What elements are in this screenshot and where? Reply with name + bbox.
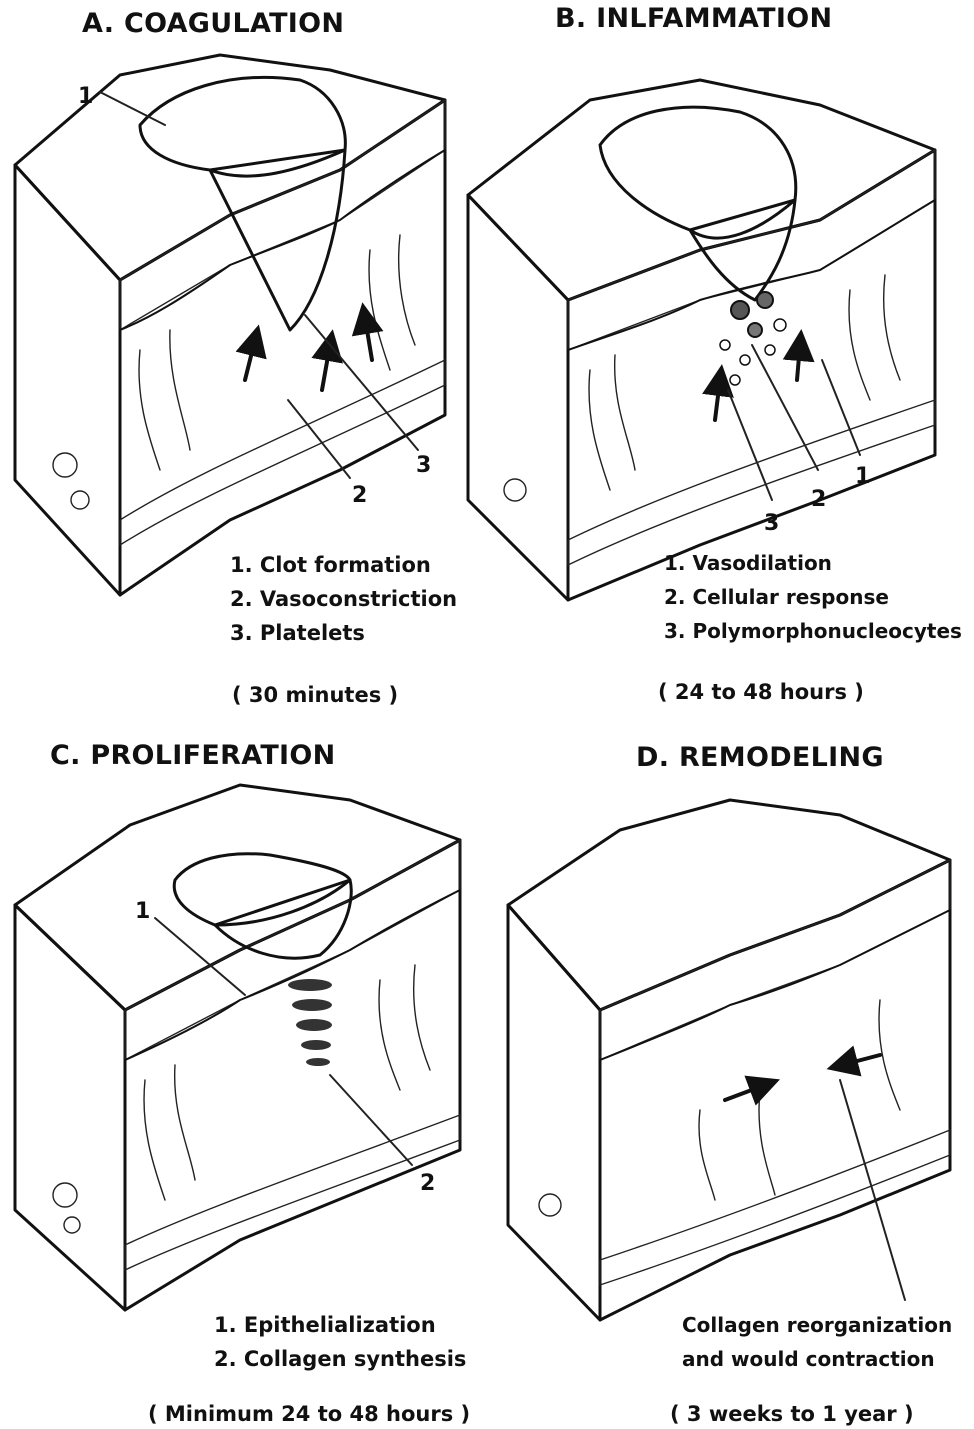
panel-b-drawing: 1 2 3 xyxy=(468,80,935,600)
panel-d-legend-item: Collagen reorganization xyxy=(682,1308,952,1342)
panel-a-legend-item: 2. Vasoconstriction xyxy=(230,582,457,616)
panel-d-legend: Collagen reorganization and would contra… xyxy=(682,1308,952,1376)
panel-c-callout-1: 1 xyxy=(135,899,150,924)
panel-b-legend: 1. Vasodilation 2. Cellular response 3. … xyxy=(664,546,962,648)
panel-a-drawing: 1 2 3 xyxy=(15,55,445,595)
panel-b-legend-item: 2. Cellular response xyxy=(664,580,962,614)
panel-d-skin-block xyxy=(508,800,950,1320)
panel-b-inflammatory-cells xyxy=(720,292,786,385)
panel-c-drawing: 1 2 xyxy=(15,785,460,1310)
panel-c-collagen-column xyxy=(288,979,332,1066)
panel-b-callout-2: 2 xyxy=(811,487,826,512)
panel-a-clot xyxy=(140,77,345,176)
panel-c-legend-item: 1. Epithelialization xyxy=(214,1308,466,1342)
panel-d-duration: ( 3 weeks to 1 year ) xyxy=(670,1402,914,1426)
panel-d-drawing xyxy=(508,800,950,1320)
panel-a-legend: 1. Clot formation 2. Vasoconstriction 3.… xyxy=(230,548,457,650)
panel-a-callout-2: 2 xyxy=(352,483,367,508)
panel-a-skin-block xyxy=(15,55,445,595)
panel-b-callout-3: 3 xyxy=(764,511,779,536)
panel-b-clot xyxy=(600,107,796,238)
panel-c-title: C. PROLIFERATION xyxy=(50,740,336,771)
panel-b-duration: ( 24 to 48 hours ) xyxy=(658,680,864,704)
panel-a-duration: ( 30 minutes ) xyxy=(232,683,398,707)
panel-a-legend-item: 3. Platelets xyxy=(230,616,457,650)
panel-c-duration: ( Minimum 24 to 48 hours ) xyxy=(148,1402,470,1426)
panel-d-legend-item: and would contraction xyxy=(682,1342,952,1376)
panel-a-title: A. COAGULATION xyxy=(82,8,344,39)
panel-b-callout-1: 1 xyxy=(855,464,870,489)
panel-a-legend-item: 1. Clot formation xyxy=(230,548,457,582)
panel-d-title: D. REMODELING xyxy=(636,742,884,773)
panel-c-legend-item: 2. Collagen synthesis xyxy=(214,1342,466,1376)
panel-c-callout-2: 2 xyxy=(420,1171,435,1196)
panel-a-callout-1: 1 xyxy=(78,84,93,109)
panel-a-callout-3: 3 xyxy=(416,453,431,478)
panel-b-legend-item: 1. Vasodilation xyxy=(664,546,962,580)
panel-c-skin-block xyxy=(15,785,460,1310)
panel-c-wound xyxy=(215,880,351,958)
panel-b-title: B. INLFAMMATION xyxy=(555,3,832,34)
panel-b-legend-item: 3. Polymorphonucleocytes xyxy=(664,614,962,648)
panel-b-skin-block xyxy=(468,80,935,600)
panel-c-legend: 1. Epithelialization 2. Collagen synthes… xyxy=(214,1308,466,1376)
